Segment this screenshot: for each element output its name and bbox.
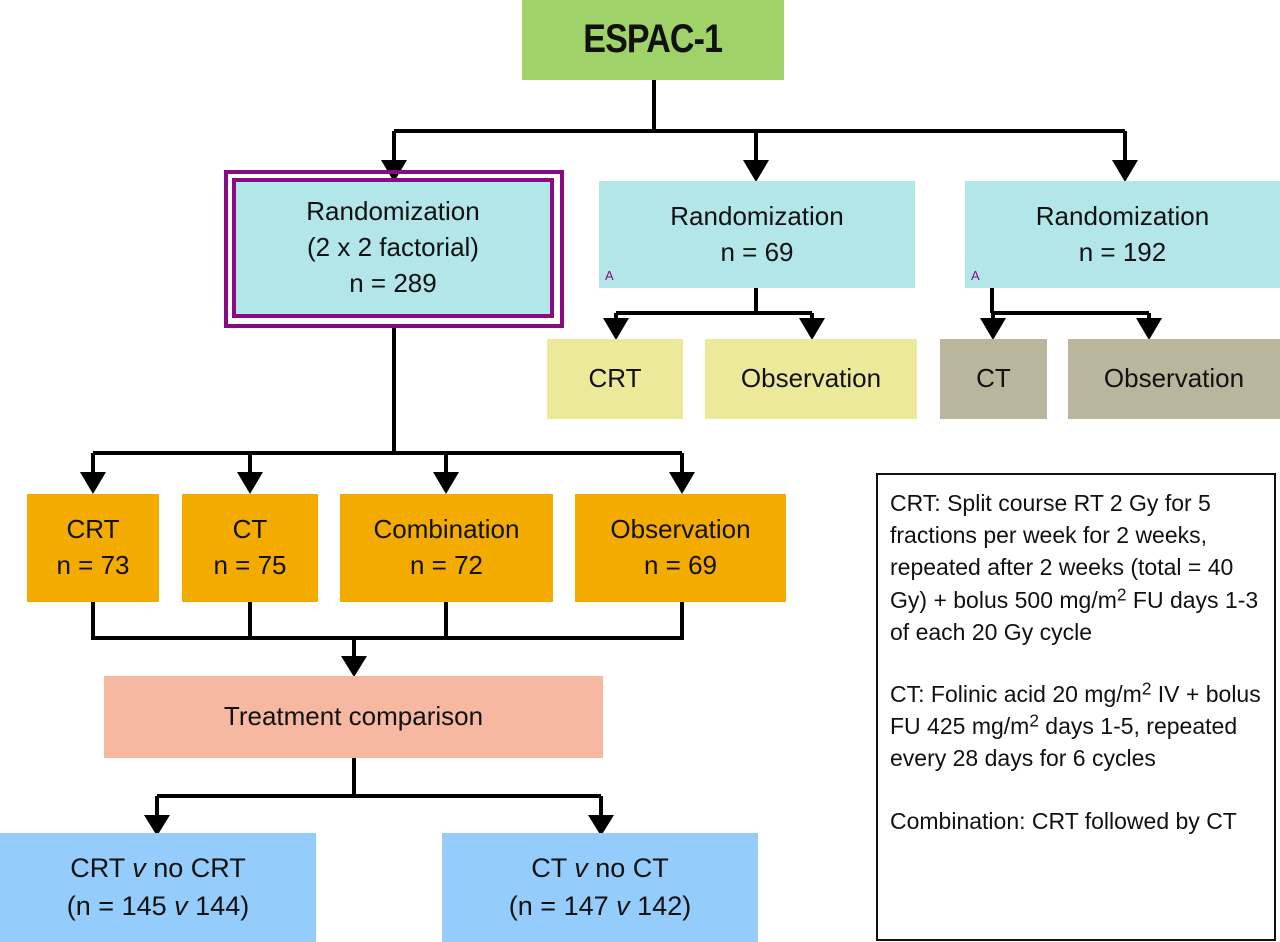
- comparison-counts: (n = 145 v 144): [66, 890, 250, 921]
- arm-count: n = 73: [56, 550, 130, 580]
- comparison-title: CRT v no CRT: [70, 853, 246, 884]
- randomization-count: n = 289: [349, 267, 437, 298]
- arm-label: Combination: [373, 514, 520, 545]
- comparison-counts: (n = 147 v 142): [508, 890, 692, 921]
- arrow-icon: [80, 472, 106, 494]
- factorial-arm-ct: CT n = 75: [182, 494, 318, 602]
- arrow-icon: [743, 160, 769, 182]
- arrow-icon: [603, 318, 629, 340]
- arrow-icon: [144, 815, 170, 836]
- connector-factorial-bar: [93, 328, 682, 455]
- arm-count: n = 69: [643, 550, 717, 580]
- arrow-icon: [433, 472, 459, 494]
- marker-a: A: [971, 268, 980, 283]
- arm-observation-box: Observation: [705, 339, 917, 419]
- arm-label: CRT: [66, 514, 120, 545]
- regimen-notes-box: CRT: Split course RT 2 Gy for 5 fraction…: [876, 473, 1276, 941]
- factorial-arm-crt: CRT n = 73: [27, 494, 159, 602]
- arrow-icon: [1112, 160, 1138, 182]
- note-crt: CRT: Split course RT 2 Gy for 5 fraction…: [890, 490, 1259, 645]
- connector-arms-merge: [91, 602, 684, 640]
- arm-count: n = 72: [409, 550, 483, 580]
- trial-title: ESPAC-1: [583, 17, 724, 62]
- highlight-frame-outer: [224, 170, 564, 328]
- treatment-comparison-box: Treatment comparison: [104, 676, 603, 758]
- highlight-frame-inner: [232, 178, 554, 318]
- arrow-icon: [1136, 318, 1162, 340]
- randomization-label: Randomization: [670, 200, 844, 231]
- factorial-arm-observation: Observation n = 69: [575, 494, 786, 602]
- comparison-crt-box: CRT v no CRT (n = 145 v 144): [0, 833, 316, 942]
- arm-label: Observation: [610, 514, 751, 545]
- comparison-title: CT v no CT: [531, 853, 669, 884]
- randomization-design: (2 x 2 factorial): [307, 232, 479, 263]
- connector-sub-bars: [616, 288, 1149, 315]
- randomization-count: n = 192: [1078, 236, 1167, 267]
- arrow-icon: [799, 318, 825, 340]
- arrowheads: [80, 131, 1162, 836]
- randomization-count: n = 69: [720, 236, 794, 267]
- arrow-icon: [341, 656, 367, 677]
- arm-label: CRT: [588, 363, 642, 394]
- randomization-label: Randomization: [306, 196, 480, 227]
- connector-comparison-bar: [157, 758, 601, 798]
- comparison-ct-box: CT v no CT (n = 147 v 142): [442, 833, 758, 942]
- randomization-label: Randomization: [1035, 200, 1210, 231]
- arm-label: CT: [232, 514, 268, 545]
- arm-ct-box: CT: [940, 339, 1047, 419]
- arm-label: CT: [976, 363, 1011, 394]
- factorial-arm-combination: Combination n = 72: [340, 494, 553, 602]
- treatment-comparison-label: Treatment comparison: [223, 701, 484, 732]
- note-combination: Combination: CRT followed by CT: [890, 807, 1237, 834]
- trial-title-box: ESPAC-1: [522, 0, 784, 80]
- note-ct: CT: Folinic acid 20 mg/m2 IV + bolus FU …: [890, 678, 1261, 772]
- randomization-ct-box: Randomization n = 192 A: [965, 181, 1280, 288]
- marker-a: A: [605, 268, 614, 283]
- arrow-icon: [980, 318, 1006, 340]
- randomization-factorial-box: Randomization (2 x 2 factorial) n = 289: [234, 180, 552, 316]
- arm-label: Observation: [740, 363, 882, 394]
- randomization-crt-box: Randomization n = 69 A: [599, 181, 915, 288]
- arrow-icon: [588, 815, 614, 836]
- arm-crt-box: CRT: [547, 339, 683, 419]
- arm-count: n = 75: [213, 550, 287, 580]
- arm-observation-box: Observation: [1068, 339, 1280, 419]
- arrow-icon: [669, 472, 695, 494]
- arrow-icon: [237, 472, 263, 494]
- arm-label: Observation: [1103, 363, 1245, 394]
